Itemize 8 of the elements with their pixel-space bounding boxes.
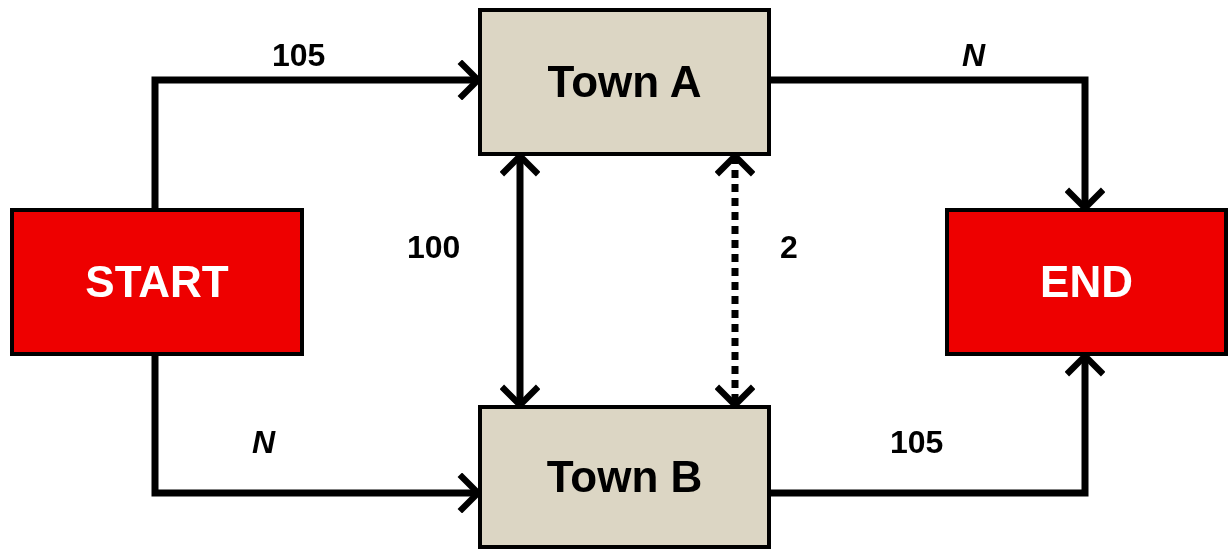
end-box <box>945 208 1228 356</box>
start-box <box>10 208 304 356</box>
node-label: START <box>85 257 229 307</box>
town-box <box>478 8 771 156</box>
town-box <box>478 405 771 549</box>
node-label: Town B <box>546 452 703 502</box>
node-label: END <box>1040 257 1133 307</box>
node-label: Town A <box>547 57 702 107</box>
